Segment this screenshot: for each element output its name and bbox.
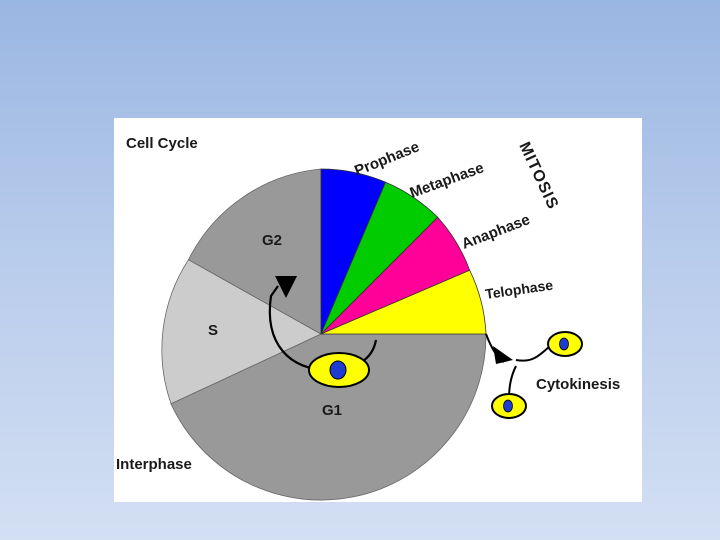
cell-cycle-figure: Cell Cycle Prophase Metaphase Anaphase T…: [114, 118, 642, 502]
daughter-nucleus-top: [559, 337, 569, 351]
prophase-label: Prophase: [352, 138, 422, 179]
g1-wedge: [170, 333, 487, 501]
cycle-arrowhead: [275, 276, 297, 298]
telophase-wedge: [320, 269, 487, 335]
cytokinesis-arrowhead: [493, 346, 513, 364]
diagram-title: Cell Cycle: [126, 135, 198, 152]
g2-label: G2: [262, 232, 282, 249]
daughter-nucleus-bottom: [503, 399, 513, 413]
cell-nucleus: [329, 360, 347, 380]
metaphase-label: Metaphase: [408, 159, 487, 201]
mitosis-label: MITOSIS: [515, 140, 561, 213]
cytokinesis-label: Cytokinesis: [536, 376, 620, 393]
interphase-label: Interphase: [116, 456, 192, 473]
daughter-top-connector: [515, 345, 551, 362]
s-wedge: [161, 259, 322, 405]
cell-cycle-diagram: Cell Cycle Prophase Metaphase Anaphase T…: [116, 135, 620, 501]
anaphase-label: Anaphase: [459, 211, 532, 253]
g1-label: G1: [322, 402, 342, 419]
telophase-label: Telophase: [484, 277, 554, 302]
s-label: S: [208, 322, 218, 339]
